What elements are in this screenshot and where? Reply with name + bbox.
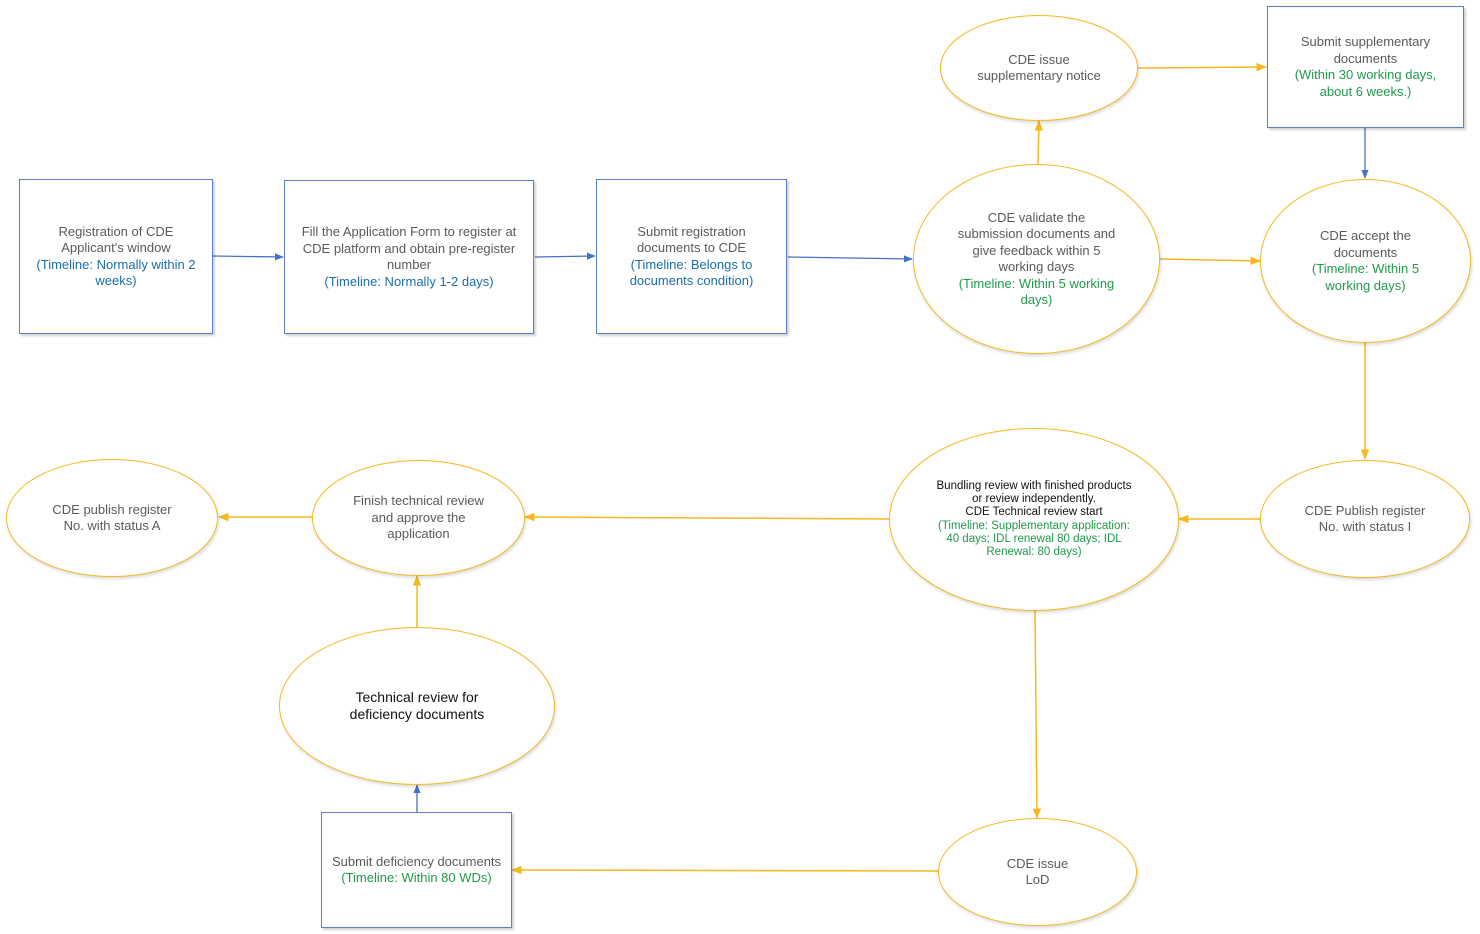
node-submit-registration: Submit registration documents to CDE (Ti… — [596, 179, 787, 334]
node-timeline: (Timeline: Within 5 working days) — [1311, 261, 1420, 293]
node-timeline: (Timeline: Belongs to documents conditio… — [629, 256, 754, 289]
arrow-registration-to-fill — [212, 253, 284, 261]
node-timeline: (Timeline: Supplementary application: 40… — [938, 519, 1130, 558]
node-technical-review-deficiency: Technical review for deficiency document… — [279, 627, 555, 785]
node-label: Registration of CDE Applicant's window — [58, 223, 174, 256]
node-finish-technical-review: Finish technical review and approve the … — [312, 460, 525, 576]
node-label: Bundling review with finished products o… — [936, 479, 1132, 519]
node-registration-window: Registration of CDE Applicant's window (… — [19, 179, 213, 334]
node-label: Technical review for deficiency document… — [349, 689, 485, 722]
node-timeline: (Timeline: Normally within 2 weeks) — [36, 256, 196, 289]
arrow-lod-to-submit-deficiency — [510, 865, 939, 875]
node-label: CDE Publish register No. with status I — [1304, 502, 1426, 535]
node-cde-validate: CDE validate the submission documents an… — [913, 164, 1160, 354]
node-cde-publish-status-i: CDE Publish register No. with status I — [1260, 460, 1470, 578]
node-label: Submit registration documents to CDE — [636, 223, 747, 256]
node-fill-application: Fill the Application Form to register at… — [284, 180, 534, 334]
node-label: CDE issue LoD — [1006, 855, 1069, 888]
node-label: CDE accept the documents — [1319, 228, 1412, 260]
node-cde-supplementary-notice: CDE issue supplementary notice — [940, 15, 1138, 121]
node-label: CDE validate the submission documents an… — [957, 209, 1116, 275]
node-label: CDE issue supplementary notice — [977, 51, 1101, 84]
arrow-technical-review-to-lod — [1032, 610, 1042, 820]
node-timeline: (Timeline: Within 5 working days) — [958, 275, 1115, 308]
node-submit-deficiency: Submit deficiency documents (Timeline: W… — [321, 812, 512, 928]
arrow-validate-to-accept — [1159, 256, 1262, 266]
node-label: CDE publish register No. with status A — [52, 501, 172, 534]
node-label: Submit supplementary documents — [1300, 34, 1431, 66]
node-submit-supplementary: Submit supplementary documents (Within 3… — [1267, 6, 1464, 128]
node-cde-publish-status-a: CDE publish register No. with status A — [6, 459, 218, 577]
arrow-submit-to-validate — [787, 255, 913, 263]
arrow-fill-to-submit — [534, 252, 596, 260]
node-timeline: (Timeline: Within 80 WDs) — [341, 870, 492, 885]
node-timeline: (Timeline: Normally 1-2 days) — [324, 273, 494, 289]
node-cde-issue-lod: CDE issue LoD — [938, 818, 1137, 926]
node-label: Fill the Application Form to register at… — [301, 224, 517, 272]
arrow-notice-to-submit-supplementary — [1137, 62, 1268, 72]
node-technical-review-start: Bundling review with finished products o… — [889, 428, 1179, 611]
arrow-validate-to-notice — [1034, 119, 1043, 165]
node-cde-accept: CDE accept the documents (Timeline: With… — [1260, 179, 1471, 343]
node-label: Finish technical review and approve the … — [353, 493, 484, 542]
arrow-technical-review-to-finish — [523, 512, 891, 522]
node-timeline: (Within 30 working days, about 6 weeks.) — [1294, 67, 1437, 99]
node-label: Submit deficiency documents — [331, 853, 502, 869]
